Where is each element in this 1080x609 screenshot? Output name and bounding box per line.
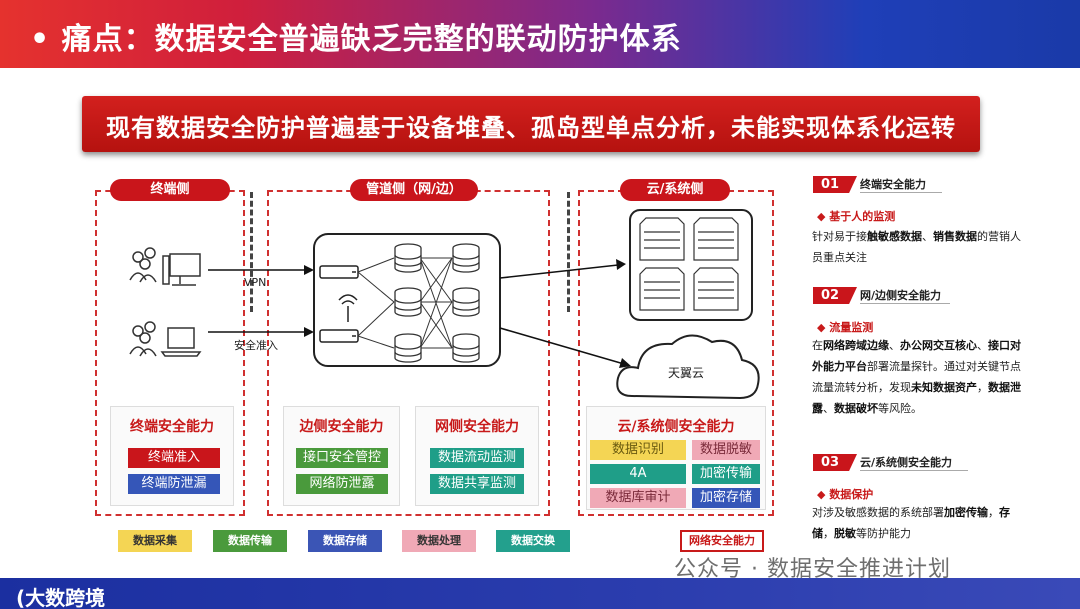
cloud-item-db-audit: 数据库审计 bbox=[590, 488, 686, 508]
side-head-01: 终端安全能力 bbox=[860, 176, 942, 193]
side-num-03: 03 bbox=[813, 454, 857, 471]
side-text-03: 对涉及敏感数据的系统部署加密传输，存储，脱敏等防护能力 bbox=[812, 506, 1010, 540]
legend-net-security: 网络安全能力 bbox=[680, 530, 764, 552]
edge-item-api: 接口安全管控 bbox=[296, 448, 388, 468]
footer-logo: (大数跨境 bbox=[16, 586, 106, 609]
cloud-label: 天翼云 bbox=[668, 366, 705, 380]
side-num-01: 01 bbox=[813, 176, 857, 193]
legend-collect: 数据采集 bbox=[118, 530, 192, 552]
cloud-item-mask: 数据脱敏 bbox=[692, 440, 760, 460]
legend-transmit: 数据传输 bbox=[213, 530, 287, 552]
cloud-cap-title: 云/系统侧安全能力 bbox=[617, 419, 735, 435]
side-text-01: 针对易于接触敏感数据、销售数据的营销人员重点关注 bbox=[812, 230, 1021, 264]
cloud-zone-title: 云/系统侧 bbox=[620, 179, 730, 201]
header-bar: • 痛点：数据安全普遍缺乏完整的联动防护体系 bbox=[0, 0, 1080, 68]
edge-cap-title: 边侧安全能力 bbox=[299, 419, 384, 435]
side-text-02: 在网络跨域边缘、办公网交互核心、接口对外能力平台部署流量探针。通过对关键节点流量… bbox=[812, 339, 1021, 415]
terminal-cap-title: 终端安全能力 bbox=[130, 419, 214, 435]
edge-item-net: 网络防泄露 bbox=[296, 474, 388, 494]
legend-process: 数据处理 bbox=[402, 530, 476, 552]
footer-bar: (大数跨境 bbox=[0, 578, 1080, 609]
pipeline-zone-title: 管道侧（网/边） bbox=[350, 179, 478, 201]
cloud-item-enc-store: 加密存储 bbox=[692, 488, 760, 508]
vpn-label: VPN bbox=[244, 276, 267, 289]
divider-2 bbox=[567, 192, 570, 312]
side-sub-02: ◆ 流量监测 bbox=[817, 321, 874, 334]
access-label: 安全准入 bbox=[234, 339, 278, 352]
net-item-flow: 数据流动监测 bbox=[430, 448, 524, 468]
terminal-item-access: 终端准入 bbox=[128, 448, 220, 468]
cloud-item-4a: 4A bbox=[590, 464, 686, 484]
legend-exchange: 数据交换 bbox=[496, 530, 570, 552]
side-head-02: 网/边侧安全能力 bbox=[860, 287, 950, 304]
cloud-item-identify: 数据识别 bbox=[590, 440, 686, 460]
legend-store: 数据存储 bbox=[308, 530, 382, 552]
side-num-02: 02 bbox=[813, 287, 857, 304]
side-head-03: 云/系统侧安全能力 bbox=[860, 454, 968, 471]
side-sub-03: ◆ 数据保护 bbox=[817, 488, 874, 501]
net-cap-title: 网侧安全能力 bbox=[435, 419, 519, 435]
watermark: 公众号 · 数据安全推进计划 bbox=[674, 557, 951, 582]
headline-banner: 现有数据安全防护普遍基于设备堆叠、孤岛型单点分析，未能实现体系化运转 bbox=[82, 96, 980, 152]
net-item-share: 数据共享监测 bbox=[430, 474, 524, 494]
divider-1 bbox=[250, 192, 253, 312]
terminal-zone-title: 终端侧 bbox=[110, 179, 230, 201]
banner-text: 现有数据安全防护普遍基于设备堆叠、孤岛型单点分析，未能实现体系化运转 bbox=[106, 114, 956, 142]
side-sub-01: ◆ 基于人的监测 bbox=[817, 210, 896, 223]
page-title: • 痛点：数据安全普遍缺乏完整的联动防护体系 bbox=[30, 22, 682, 57]
cloud-item-enc-trans: 加密传输 bbox=[692, 464, 760, 484]
terminal-item-dlp: 终端防泄漏 bbox=[128, 474, 220, 494]
